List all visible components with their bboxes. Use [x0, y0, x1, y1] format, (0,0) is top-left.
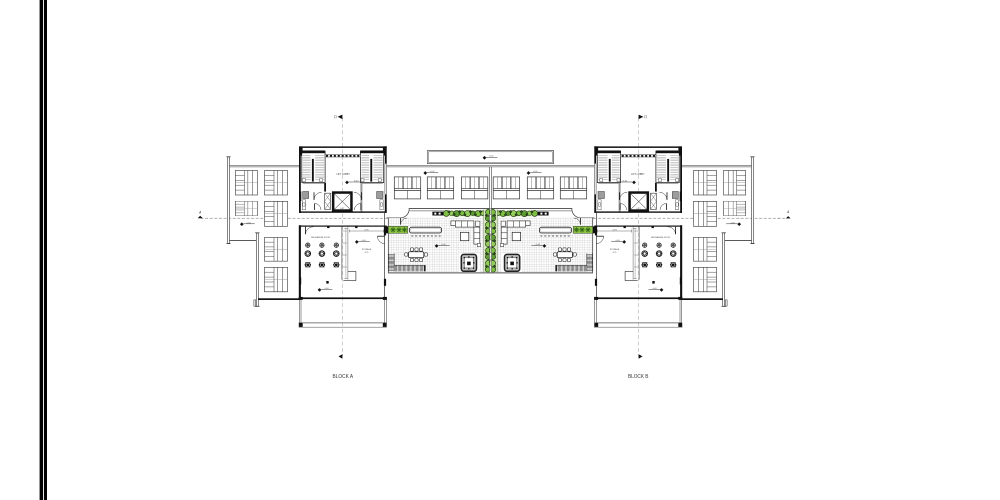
svg-text:+0.00: +0.00	[430, 171, 435, 173]
svg-text:+0.00: +0.00	[441, 244, 446, 246]
svg-text:+0.00: +0.00	[324, 288, 329, 290]
svg-text:LIFT LOBBY: LIFT LOBBY	[631, 173, 645, 176]
svg-text:+0.00: +0.00	[652, 288, 657, 290]
svg-text:LIFT: LIFT	[340, 208, 345, 210]
svg-text:+0.00: +0.00	[535, 244, 540, 246]
svg-text:MECHANICAL ROOM: MECHANICAL ROOM	[651, 236, 670, 239]
svg-text:BLOCK A: BLOCK A	[333, 374, 354, 380]
svg-text:4.75: 4.75	[365, 252, 369, 254]
svg-text:4.75: 4.75	[612, 229, 617, 231]
svg-text:+0.00: +0.00	[361, 240, 366, 242]
svg-text:+0.00: +0.00	[489, 156, 494, 158]
svg-text:STORAGE: STORAGE	[610, 248, 620, 251]
svg-text:LIFT: LIFT	[637, 208, 642, 210]
svg-text:6.10: 6.10	[623, 181, 628, 183]
svg-text:6.10: 6.10	[354, 181, 359, 183]
svg-text:A: A	[198, 210, 201, 214]
svg-text:+0.00: +0.00	[533, 171, 538, 173]
svg-text:4.75: 4.75	[364, 229, 369, 231]
svg-text:+0.00: +0.00	[246, 222, 251, 224]
svg-text:BLOCK B: BLOCK B	[628, 374, 649, 380]
svg-text:4.75: 4.75	[613, 252, 617, 254]
svg-text:A: A	[786, 210, 789, 214]
svg-text:+0.00: +0.00	[730, 222, 735, 224]
svg-text:STORAGE: STORAGE	[362, 248, 372, 251]
svg-text:LIFT LOBBY: LIFT LOBBY	[336, 173, 350, 176]
svg-text:MECHANICAL ROOM: MECHANICAL ROOM	[311, 236, 330, 239]
svg-text:+0.00: +0.00	[615, 240, 620, 242]
